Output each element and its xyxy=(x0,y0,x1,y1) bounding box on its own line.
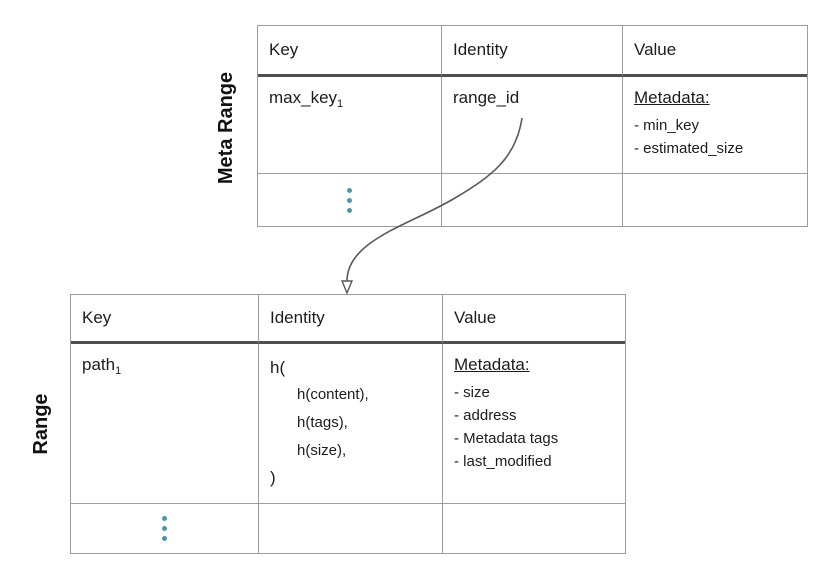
range-cell-identity: h( h(content), h(tags), h(size), ) xyxy=(259,344,443,504)
range-key-text: path xyxy=(82,355,116,374)
meta-ellipsis-empty-cell xyxy=(623,174,807,226)
meta-ellipsis-empty-cell xyxy=(442,174,623,226)
range-table-label: Range xyxy=(29,393,52,455)
meta-key-text: max_key xyxy=(269,88,338,107)
range-key-subscript: 1 xyxy=(115,365,122,377)
meta-cell-key: max_key1 xyxy=(258,77,442,174)
ellipsis-dot xyxy=(347,207,352,213)
range-cell-key: path1 xyxy=(71,344,259,504)
meta-range-table: Key Identity Value max_key1 range_id Met… xyxy=(257,25,808,227)
meta-value-item: - min_key xyxy=(634,117,700,134)
range-value-item: - Metadata tags xyxy=(454,430,559,447)
identity-hash-arg: h(size), xyxy=(297,442,347,459)
meta-column-header-value: Value xyxy=(623,26,807,77)
range-column-header-key: Key xyxy=(71,295,259,344)
ellipsis-dot xyxy=(347,187,352,193)
range-value-item: - address xyxy=(454,407,517,424)
range-cell-value: Metadata: - size - address - Metadata ta… xyxy=(443,344,625,504)
range-ellipsis-cell xyxy=(71,504,259,553)
range-value-item: - last_modified xyxy=(454,453,552,470)
identity-hash-arg: h(content), xyxy=(297,386,369,403)
range-column-header-value: Value xyxy=(443,295,625,344)
ellipsis-dot xyxy=(162,526,167,531)
identity-hash-arg: h(tags), xyxy=(297,414,348,431)
vertical-ellipsis-icon xyxy=(258,174,441,226)
meta-cell-identity: range_id xyxy=(442,77,623,174)
identity-hash-close: ) xyxy=(270,468,276,487)
range-table: Key Identity Value path1 h( h(content), … xyxy=(70,294,626,554)
range-value-item: - size xyxy=(454,384,490,401)
meta-key-subscript: 1 xyxy=(337,98,344,110)
meta-range-table-label: Meta Range xyxy=(214,71,237,185)
meta-column-header-key: Key xyxy=(258,26,442,77)
arrowhead-icon xyxy=(340,280,354,295)
identity-hash-open: h( xyxy=(270,358,286,377)
ellipsis-dot xyxy=(162,536,167,541)
range-ellipsis-empty-cell xyxy=(443,504,625,553)
ellipsis-dot xyxy=(162,516,167,521)
meta-ellipsis-cell xyxy=(258,174,442,226)
range-column-header-identity: Identity xyxy=(259,295,443,344)
range-value-title: Metadata: xyxy=(454,355,530,374)
meta-value-title: Metadata: xyxy=(634,88,710,107)
meta-identity-text: range_id xyxy=(453,88,520,107)
meta-value-item: - estimated_size xyxy=(634,140,744,157)
meta-column-header-identity: Identity xyxy=(442,26,623,77)
vertical-ellipsis-icon xyxy=(71,504,258,553)
meta-cell-value: Metadata: - min_key - estimated_size xyxy=(623,77,807,174)
ellipsis-dot xyxy=(347,197,352,203)
range-ellipsis-empty-cell xyxy=(259,504,443,553)
